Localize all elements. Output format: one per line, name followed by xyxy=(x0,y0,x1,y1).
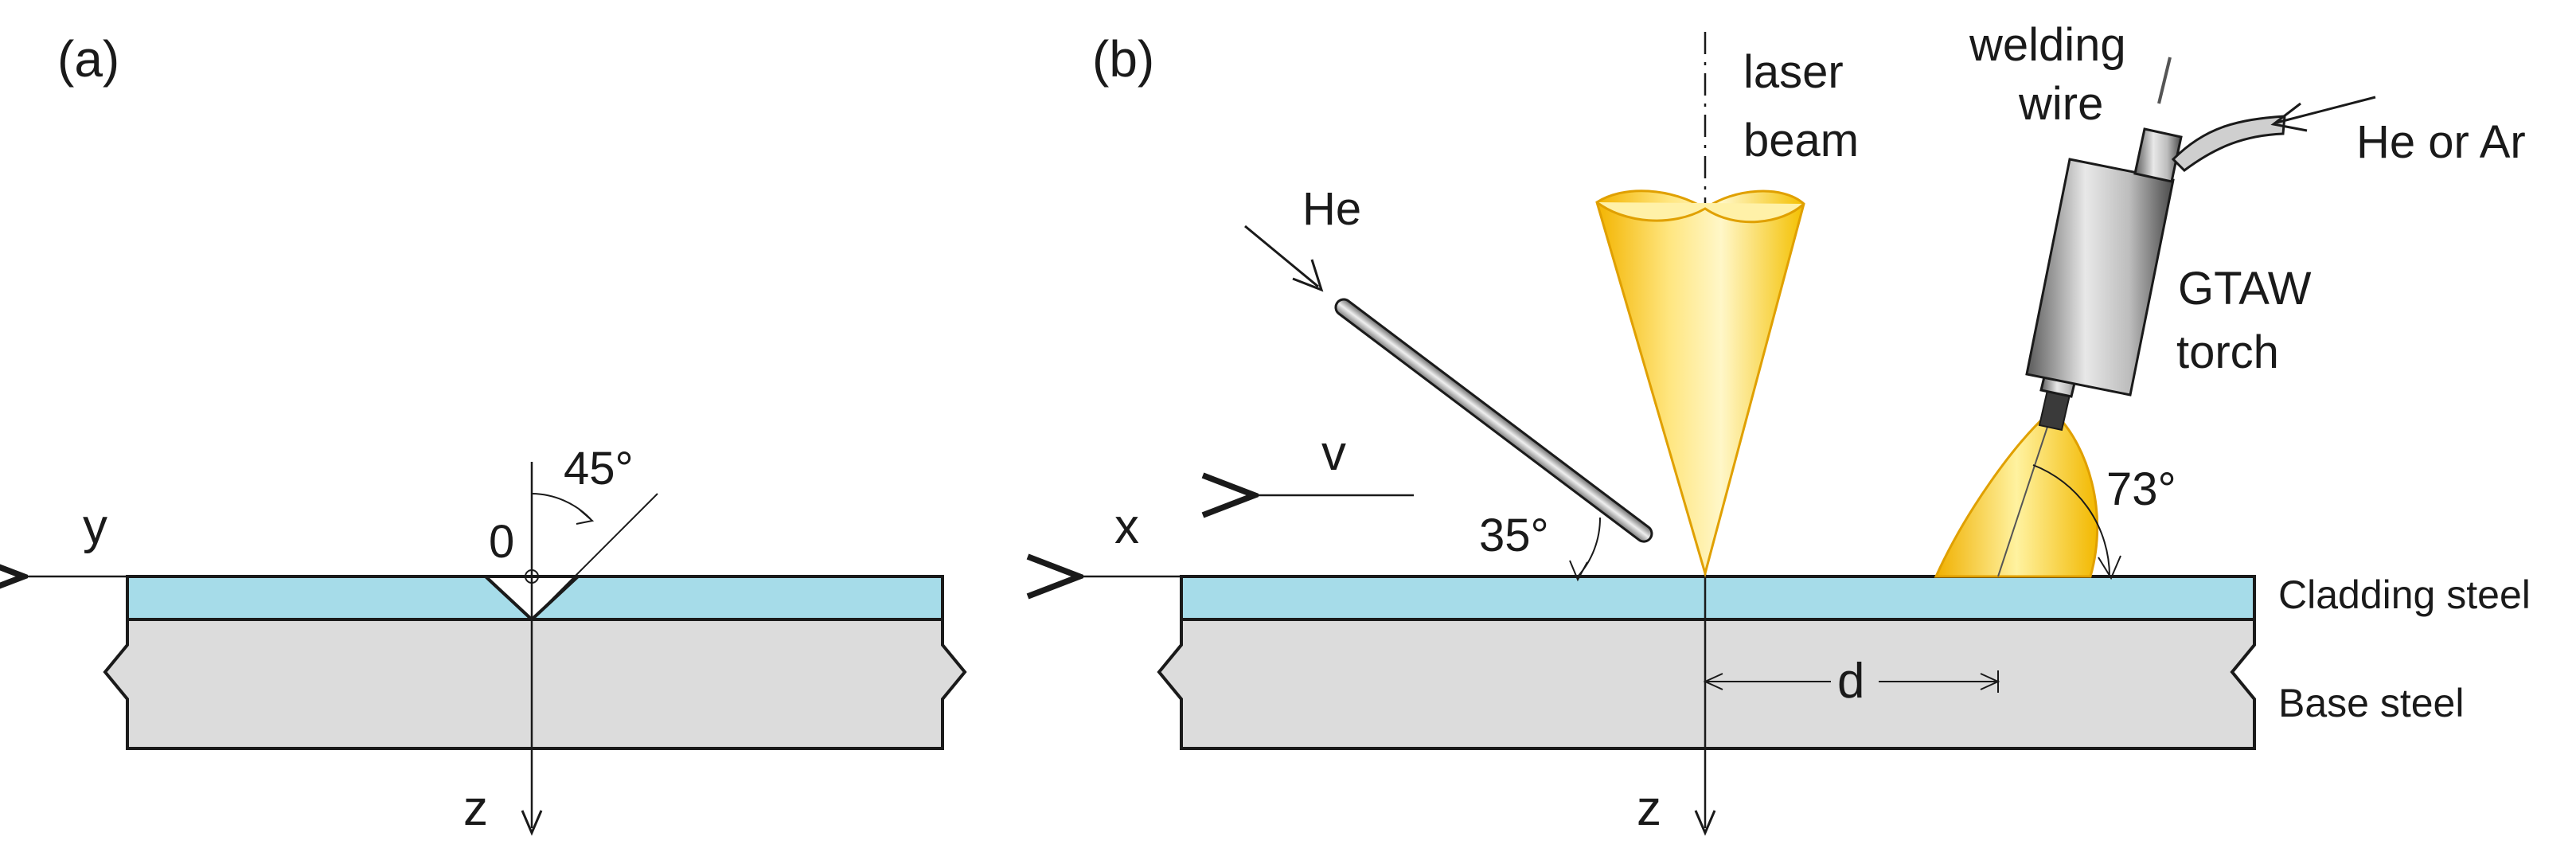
wire-label-2: wire xyxy=(2018,78,2103,130)
panel-b: (b) x v z laser beam He 35° xyxy=(1079,19,2531,836)
velocity-label: v xyxy=(1321,426,1346,481)
panel-b-z-label: z xyxy=(1637,781,1661,836)
gas-arrow-head xyxy=(2270,102,2308,132)
distance-arrow-right xyxy=(1980,673,2000,690)
panel-a-origin-marker xyxy=(525,569,539,584)
torch-label-2: torch xyxy=(2176,326,2279,378)
laser-label-1: laser xyxy=(1743,46,1844,98)
panel-a-45-arc-arrow xyxy=(576,509,595,525)
distance-arrow-left xyxy=(1703,673,1723,690)
panel-b-z-arrow xyxy=(1694,810,1716,836)
panel-a-label: (a) xyxy=(57,30,119,88)
panel-a-angle: 45° xyxy=(564,443,634,494)
panel-a: (a) y z 0 45° xyxy=(24,30,967,836)
panel-a-z-label: z xyxy=(463,781,488,836)
panel-b-cladding xyxy=(1180,575,2256,621)
panel-b-x-label: x xyxy=(1114,499,1139,554)
he-arrow xyxy=(1244,225,1319,288)
cladding-label: Cladding steel xyxy=(2278,572,2531,617)
torch-angle-arrow xyxy=(2098,555,2121,580)
panel-a-cladding xyxy=(126,575,537,621)
panel-a-cladding-right xyxy=(527,575,944,621)
panel-b-base-steel xyxy=(1157,618,2256,750)
base-label: Base steel xyxy=(2278,681,2464,725)
nozzle-angle: 35° xyxy=(1479,510,1549,561)
nozzle-angle-arc xyxy=(1577,517,1602,577)
wire-label-1: welding xyxy=(1969,19,2126,71)
laser-label-2: beam xyxy=(1743,115,1859,166)
panel-a-base-steel xyxy=(103,618,967,750)
he-arrow-head xyxy=(1292,259,1324,292)
laser-beam-top xyxy=(1596,201,1805,224)
gtaw-torch xyxy=(2025,57,2286,432)
panel-b-label: (b) xyxy=(1092,30,1154,88)
distance-label: d xyxy=(1837,654,1864,709)
he-nozzle xyxy=(1334,298,1653,543)
he-label: He xyxy=(1302,183,1361,235)
torch-angle: 73° xyxy=(2106,463,2176,515)
panel-a-45-line xyxy=(531,493,658,620)
torch-angle-arc xyxy=(2032,464,2110,577)
panel-a-z-arrow xyxy=(521,810,543,836)
torch-axis-line xyxy=(1997,416,2051,577)
torch-label-1: GTAW xyxy=(2178,263,2312,315)
panel-a-origin-label: 0 xyxy=(489,516,514,568)
shield-gas-label: He or Ar xyxy=(2356,116,2526,168)
gas-arrow xyxy=(2276,96,2376,124)
nozzle-angle-arrow xyxy=(1569,560,1588,582)
panel-a-y-label: y xyxy=(83,499,107,554)
panel-a-45-arc xyxy=(531,493,591,520)
arc-plume xyxy=(1934,416,2099,578)
